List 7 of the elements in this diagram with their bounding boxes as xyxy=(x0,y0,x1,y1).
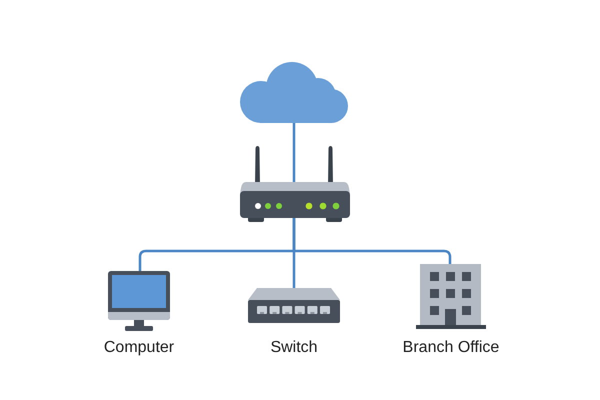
node-label: Branch Office xyxy=(402,338,500,358)
connector-line xyxy=(292,218,452,264)
connector-line xyxy=(292,122,296,182)
cloud-shape xyxy=(240,62,348,123)
router-icon xyxy=(240,146,350,224)
node-label: Computer xyxy=(104,338,174,358)
node-label: Switch xyxy=(270,338,318,358)
